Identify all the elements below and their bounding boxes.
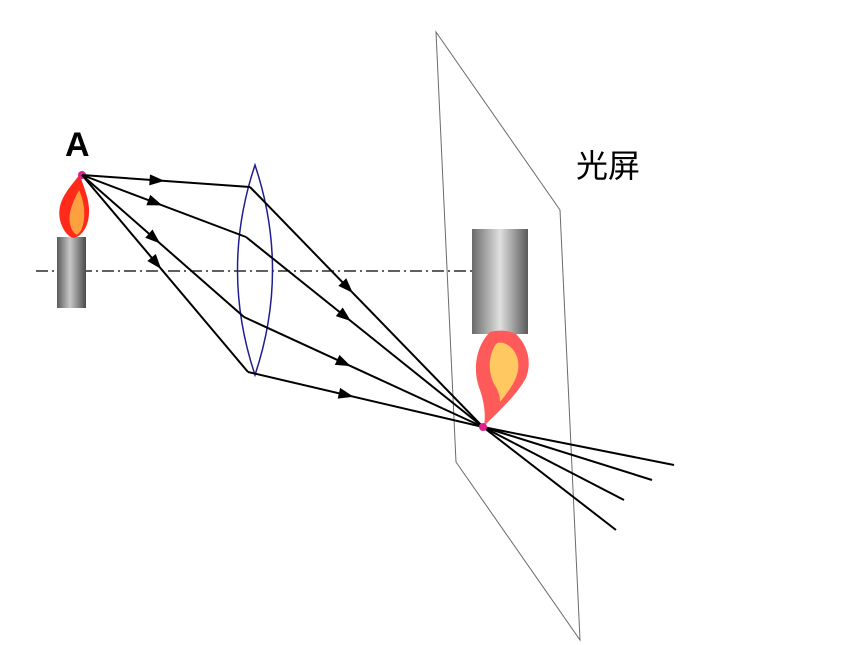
image-candle-body bbox=[472, 229, 528, 334]
incident-ray bbox=[81, 174, 247, 238]
extended-ray bbox=[482, 426, 675, 466]
image-point bbox=[479, 423, 487, 431]
incident-ray bbox=[81, 174, 249, 373]
refracted-ray bbox=[247, 371, 484, 428]
refracted-ray bbox=[243, 316, 484, 428]
extended-ray bbox=[482, 426, 617, 531]
arrow-head-icon bbox=[146, 194, 163, 206]
convex-lens-icon bbox=[236, 162, 274, 378]
refracted-ray bbox=[245, 236, 484, 428]
arrow-head-icon bbox=[149, 174, 165, 186]
light-screen-icon bbox=[435, 30, 581, 642]
arrow-head-icon bbox=[338, 278, 353, 293]
incident-ray bbox=[81, 174, 251, 188]
screen-label: 光屏 bbox=[576, 147, 640, 185]
object-point-label: A bbox=[65, 126, 90, 164]
arrow-head-icon bbox=[335, 307, 351, 322]
incident-ray bbox=[81, 174, 245, 318]
candle-icon bbox=[57, 174, 90, 308]
extended-ray bbox=[482, 426, 653, 481]
arrow-head-icon bbox=[145, 229, 161, 244]
ray-group bbox=[81, 174, 675, 531]
extended-ray bbox=[482, 426, 625, 501]
refracted-ray bbox=[249, 186, 484, 428]
arrow-head-icon bbox=[147, 253, 162, 269]
arrow-head-icon bbox=[337, 387, 354, 399]
flame-inner bbox=[69, 190, 85, 235]
arrow-head-icon bbox=[334, 354, 351, 367]
image-flame-inner bbox=[489, 342, 519, 402]
image-candle-icon bbox=[472, 229, 529, 426]
candle-body bbox=[57, 237, 86, 308]
